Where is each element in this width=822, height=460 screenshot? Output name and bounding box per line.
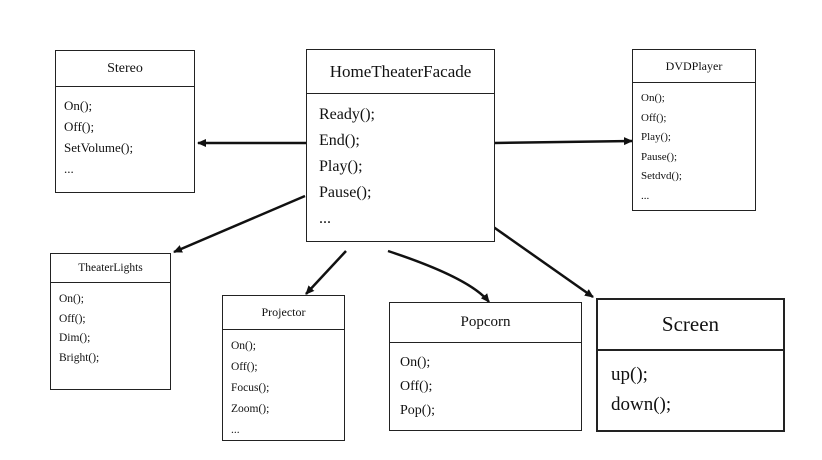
method: ... — [641, 189, 650, 202]
method: Focus(); — [231, 382, 270, 394]
class-screen-methods: up(); down(); — [598, 351, 783, 420]
method: Bright(); — [59, 351, 100, 364]
class-theaterlights-methods: On(); Off(); Dim(); Bright(); — [51, 283, 170, 368]
class-theaterlights-title: TheaterLights — [51, 254, 170, 283]
method: On(); — [59, 293, 84, 305]
class-dvdplayer-methods: On(); Off(); Play(); Pause(); Setdvd(); … — [633, 83, 755, 206]
method: down(); — [611, 394, 672, 415]
class-theaterlights: TheaterLights On(); Off(); Dim(); Bright… — [50, 253, 171, 390]
method: End(); — [319, 132, 360, 149]
method: Pause(); — [319, 184, 372, 201]
class-popcorn: Popcorn On(); Off(); Pop(); — [389, 302, 582, 431]
method: ... — [231, 424, 240, 436]
class-popcorn-title: Popcorn — [390, 303, 581, 343]
arrow-to-projector — [305, 250, 347, 295]
arrow-to-theaterlights — [173, 194, 306, 254]
arrow-to-screen — [491, 224, 594, 299]
method: Off(); — [641, 111, 667, 124]
method: On(); — [641, 92, 665, 104]
method: Pause(); — [641, 150, 678, 163]
method: On(); — [231, 340, 256, 352]
method: Pop(); — [400, 403, 435, 418]
method: Off(); — [64, 119, 95, 134]
class-stereo: Stereo On(); Off(); SetVolume(); ... — [55, 50, 195, 193]
arrow-to-popcorn — [387, 249, 490, 303]
class-stereo-methods: On(); Off(); SetVolume(); ... — [56, 87, 194, 179]
class-screen: Screen up(); down(); — [596, 298, 785, 432]
method: Play(); — [319, 158, 363, 175]
class-projector-methods: On(); Off(); Focus(); Zoom(); ... — [223, 330, 344, 441]
method: On(); — [400, 355, 431, 370]
method: On(); — [64, 98, 93, 113]
method: Setdvd(); — [641, 170, 682, 182]
method: SetVolume(); — [64, 140, 134, 155]
class-facade-title: HomeTheaterFacade — [307, 50, 494, 94]
method: up(); — [611, 364, 648, 385]
method: Ready(); — [319, 106, 375, 123]
class-projector: Projector On(); Off(); Focus(); Zoom(); … — [222, 295, 345, 441]
method: ... — [319, 210, 331, 227]
class-projector-title: Projector — [223, 296, 344, 330]
class-popcorn-methods: On(); Off(); Pop(); — [390, 343, 581, 423]
class-stereo-title: Stereo — [56, 51, 194, 87]
class-facade: HomeTheaterFacade Ready(); End(); Play()… — [306, 49, 495, 242]
method: Off(); — [400, 379, 433, 394]
class-dvdplayer-title: DVDPlayer — [633, 50, 755, 83]
method: Off(); — [59, 312, 86, 325]
method: Play(); — [641, 131, 671, 143]
method: Dim(); — [59, 332, 91, 344]
class-facade-methods: Ready(); End(); Play(); Pause(); ... — [307, 94, 494, 232]
method: ... — [64, 161, 74, 176]
class-dvdplayer: DVDPlayer On(); Off(); Play(); Pause(); … — [632, 49, 756, 211]
method: Zoom(); — [231, 403, 270, 415]
class-screen-title: Screen — [598, 300, 783, 351]
method: Off(); — [231, 361, 258, 373]
arrow-to-dvdplayer — [493, 137, 633, 146]
